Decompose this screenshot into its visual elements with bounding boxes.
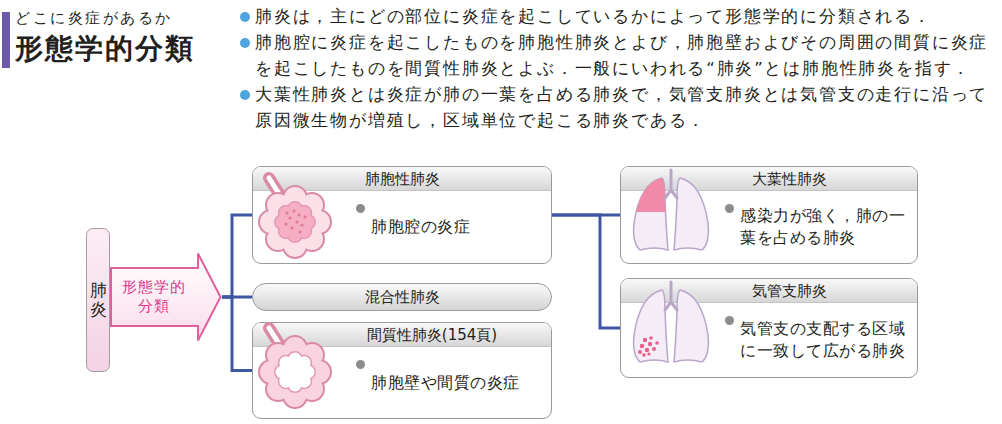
note-item: 大葉性肺炎とは炎症が肺の一葉を占める肺炎で，気管支肺炎とは気管支の走行に沿って原…	[238, 82, 998, 134]
trachea	[665, 282, 677, 310]
alveolus-lumen	[276, 353, 315, 392]
arrow-path	[111, 254, 221, 341]
category-band: 混合性肺炎	[252, 283, 552, 311]
alveolus-outline	[260, 337, 330, 407]
root-box: 肺炎	[86, 228, 110, 372]
bullet-dot	[240, 38, 250, 48]
alveolus-lumen	[276, 203, 315, 242]
box-header: 気管支肺炎	[621, 279, 917, 303]
bullet-dot	[725, 204, 734, 213]
note-item: 肺胞腔に炎症を起こしたものを肺胞性肺炎とよび，肺胞壁およびその周囲の間質に炎症を…	[238, 30, 998, 82]
box-description: 気管支の支配する区域に一致して広がる肺炎	[740, 318, 911, 362]
bullet-dot	[240, 12, 250, 22]
lungs-bronchial-icon	[634, 282, 709, 362]
arrow-label-wrap: 形態学的分類	[110, 252, 198, 342]
title-text: 形態学的分類	[15, 32, 195, 66]
bullet-dot	[356, 360, 365, 369]
alveolus-inflamed-icon	[260, 178, 330, 257]
block-arrow: 形態学的分類	[110, 252, 222, 342]
bullet-dot	[356, 204, 365, 213]
vertical-label: 肺炎	[90, 281, 107, 318]
bullet-dot	[240, 90, 250, 100]
title-bar	[2, 12, 10, 68]
box-description: 肺胞腔の炎症	[371, 216, 470, 238]
box-title: 間質性肺炎(154頁)	[367, 324, 497, 346]
subtitle-text: どこに炎症があるか	[15, 8, 195, 28]
note-text: 肺炎は，主にどの部位に炎症を起こしているかによって形態学的に分類される．	[255, 4, 998, 30]
note-list: 肺炎は，主にどの部位に炎症を起こしているかによって形態学的に分類される．肺胞腔に…	[238, 4, 998, 134]
bracket-connector	[552, 215, 620, 328]
box-title: 気管支肺炎	[752, 280, 827, 302]
exudate-dots	[284, 209, 306, 233]
note-item: 肺炎は，主にどの部位に炎症を起こしているかによって形態学的に分類される．	[238, 4, 998, 30]
alveolus-outline	[260, 187, 330, 257]
note-text: 大葉性肺炎とは炎症が肺の一葉を占める肺炎で，気管支肺炎とは気管支の走行に沿って原…	[255, 82, 998, 134]
alveolus-interstitial-icon	[260, 328, 330, 407]
alveolus-wall	[260, 337, 330, 407]
inflamed-foci	[638, 336, 659, 357]
alveolus-wall	[260, 187, 330, 257]
bracket-connector	[222, 297, 252, 371]
box-header: 大葉性肺炎	[621, 167, 917, 191]
bracket-connector	[222, 215, 252, 297]
inflamed-lobe	[631, 166, 671, 212]
box-description: 肺胞壁や間質の炎症	[371, 372, 520, 394]
box-title: 大葉性肺炎	[752, 168, 827, 190]
right-lung	[674, 178, 708, 250]
band-label: 混合性肺炎	[365, 287, 440, 307]
right-lung	[674, 290, 708, 362]
box-description: 感染力が強く，肺の一葉を占める肺炎	[740, 205, 911, 249]
lungs-lobar-icon	[631, 166, 708, 250]
note-text: 肺胞腔に炎症を起こしたものを肺胞性肺炎とよび，肺胞壁およびその周囲の間質に炎症を…	[255, 30, 998, 82]
bullet-dot	[725, 316, 734, 325]
alveolus-lumen-outline	[276, 203, 315, 242]
left-lung	[634, 290, 668, 362]
heading-block: どこに炎症があるか形態学的分類	[15, 8, 195, 66]
alveolus-lumen-outline	[276, 353, 315, 392]
trachea	[665, 170, 677, 198]
arrow-label: 形態学的分類	[121, 278, 187, 316]
box-title: 肺胞性肺炎	[365, 168, 440, 190]
